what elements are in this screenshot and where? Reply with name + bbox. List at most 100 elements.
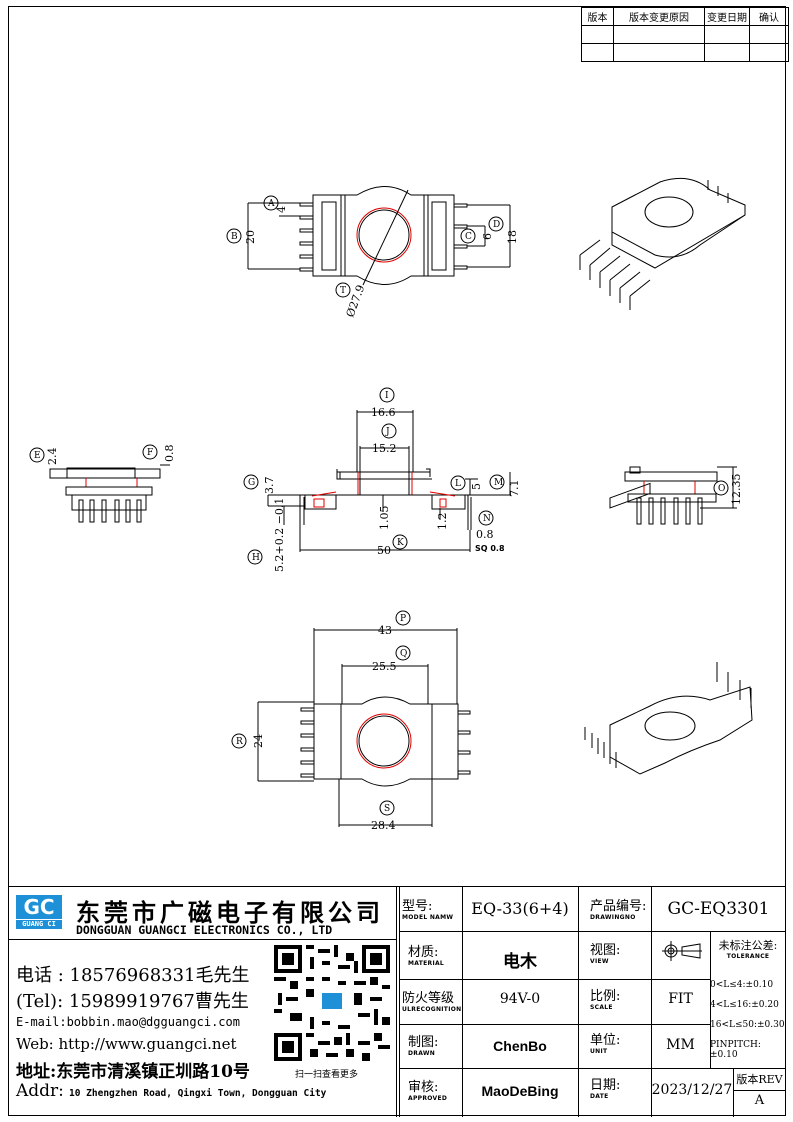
address-en-line: Addr: 10 Zhengzhen Road, Qingxi Town, Do…: [16, 1081, 326, 1101]
balloon-K: K: [397, 538, 404, 548]
logo-mark: GC: [16, 895, 62, 919]
website[interactable]: Web: http://www.guangci.net: [16, 1035, 237, 1053]
tolerance-line-4: PINPITCH:±0.10: [710, 1040, 761, 1060]
balloon-Q: Q: [400, 649, 407, 659]
balloon-R: R: [236, 737, 243, 747]
bore-circle: [358, 209, 410, 261]
material-label: 材质: MATERIAL: [408, 945, 445, 967]
balloon-C: C: [465, 232, 472, 242]
dim-M-value: 7.1: [508, 480, 521, 498]
bottom-left-pins: [300, 707, 315, 778]
dim-E-value: 2.4: [46, 448, 59, 466]
material-value: 电木: [503, 952, 537, 972]
addr-label: Addr:: [16, 1081, 64, 1101]
tolerance-label: 未标注公差: TOLERANCE: [718, 939, 778, 960]
company-name-cn: 东莞市广磁电子有限公司: [76, 898, 384, 927]
balloon-E: E: [34, 451, 41, 461]
balloon-G: G: [248, 478, 255, 488]
top-view-body: [312, 186, 455, 285]
balloon-A: A: [267, 199, 275, 209]
view-label: 视图: VIEW: [590, 943, 621, 965]
dim-N-value: 0.8: [476, 528, 494, 541]
tolerance-line-3: 16<L≤50:±0.30: [710, 1020, 785, 1030]
revision-table: 版本 版本变更原因 变更日期 确认: [581, 7, 789, 62]
phone-line-1: 电话 : 18576968331毛先生: [16, 961, 250, 987]
drawn-label: 制图: DRAWN: [408, 1035, 439, 1057]
dim-G-value: 3.7: [263, 477, 276, 495]
bottom-view: [257, 628, 471, 827]
first-angle-projection-icon: [662, 941, 702, 961]
balloon-H: H: [252, 553, 260, 563]
drawing-no-label: 产品编号: DRAWINGNO: [590, 899, 647, 921]
qr-code[interactable]: [274, 945, 390, 1061]
dim-S-value: 28.4: [371, 819, 396, 832]
flammability-value: 94V-0: [499, 991, 541, 1007]
title-block: GC GUANG CI 东莞市广磁电子有限公司 DONGGUAN GUANGCI…: [8, 886, 786, 1117]
balloon-O: O: [718, 484, 725, 494]
balloon-T: T: [340, 286, 346, 296]
drawn-value: ChenBo: [493, 1038, 547, 1054]
bottom-view-body: [340, 696, 433, 787]
date-value: 2023/12/27: [651, 1082, 733, 1098]
isometric-view-bottom: [584, 482, 753, 775]
balloon-J: J: [385, 427, 390, 437]
model-value: EQ-33(6+4): [471, 899, 569, 918]
revision-label: 版本REV: [736, 1073, 783, 1086]
dim-J-value: 15.2: [372, 442, 397, 455]
dim-K-value: 50: [377, 544, 391, 557]
balloon-M: M: [494, 478, 503, 488]
dim-D-value: 18: [506, 230, 519, 244]
address-en: 10 Zhengzhen Road, Qingxi Town, Dongguan…: [69, 1088, 327, 1099]
address-cn: 地址:东莞市清溪镇正圳路10号: [16, 1062, 250, 1082]
phone-line-2: (Tel): 15989919767曹先生: [16, 987, 249, 1013]
isometric-view-top: [579, 177, 746, 310]
unit-label: 单位: UNIT: [590, 1033, 621, 1055]
dim-Q-value: 25.5: [372, 660, 397, 673]
dim-inner-2: 1.2: [436, 513, 449, 531]
model-label: 型号: MODEL NAMW: [402, 899, 454, 921]
balloon-P: P: [400, 614, 406, 624]
right-side-view: [624, 466, 737, 525]
dim-F-value: 0.8: [163, 445, 176, 463]
drawing-frame: [8, 6, 786, 1116]
dim-B-value: 20: [244, 230, 257, 244]
left-pins: [299, 202, 314, 272]
balloon-L: L: [455, 479, 461, 489]
balloon-N: N: [483, 514, 491, 524]
phone-label: 电话 :: [16, 965, 64, 986]
phone-2[interactable]: 15989919767曹先生: [68, 991, 249, 1012]
dim-O-value: 12.35: [730, 474, 743, 506]
balloon-I: I: [385, 391, 389, 401]
top-view: [247, 186, 511, 286]
drawing-no-value: GC-EQ3301: [667, 899, 770, 919]
balloon-B: B: [231, 232, 238, 242]
left-side-pins: [78, 499, 142, 523]
tel-label: (Tel):: [16, 991, 64, 1012]
approved-label: 审核: APPROVED: [408, 1080, 448, 1102]
balloon-F: F: [147, 448, 153, 458]
logo-subtext: GUANG CI: [16, 920, 62, 929]
phone-1[interactable]: 18576968331毛先生: [69, 965, 250, 986]
front-view: [267, 410, 511, 552]
dim-H-value: 5.2+0.2 −0.1: [273, 498, 286, 572]
right-side-pins: [636, 497, 703, 525]
revision-value: A: [754, 1093, 765, 1108]
dim-I-value: 16.6: [371, 406, 396, 419]
qr-caption: 扫一扫查看更多: [295, 1070, 359, 1080]
tolerance-line-1: 0<L≤4:±0.10: [710, 980, 774, 990]
dim-A-value: 4: [275, 206, 288, 213]
tolerance-line-2: 4<L≤16:±0.20: [710, 1000, 779, 1010]
dim-inner-1: 1.05: [378, 506, 391, 531]
dim-T-value: Ø27.9: [344, 283, 368, 319]
revision-row: [581, 43, 789, 62]
company-name-en: DONGGUAN GUANGCI ELECTRONICS CO., LTD: [76, 923, 333, 937]
balloon-S: S: [384, 804, 390, 814]
dim-R-value: 24: [252, 734, 265, 748]
scale-label: 比例: SCALE: [590, 989, 621, 1011]
unit-value: MM: [666, 1037, 695, 1053]
dim-P-value: 43: [378, 624, 392, 637]
company-logo: GC GUANG CI: [16, 895, 62, 929]
revision-header-row: 版本 版本变更原因 变更日期 确认: [581, 7, 789, 26]
date-label: 日期: DATE: [590, 1078, 621, 1100]
email[interactable]: E-mail:bobbin.mao@dgguangci.com: [16, 1015, 240, 1029]
